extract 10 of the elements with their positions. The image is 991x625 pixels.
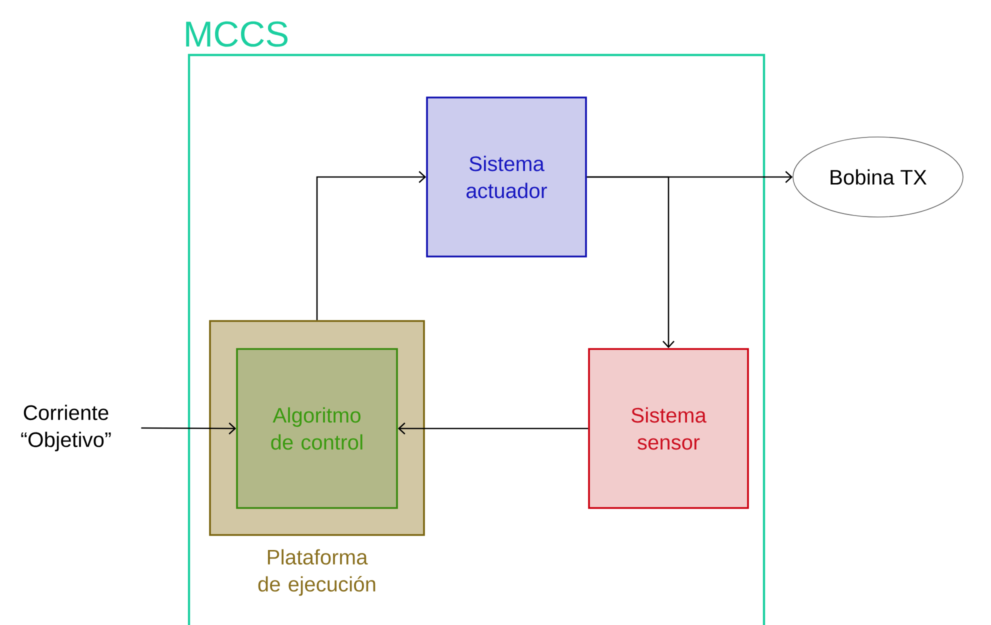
block-box: Sistema sensor <box>588 348 749 509</box>
arrow <box>398 422 588 434</box>
block-box: Algoritmo de control <box>236 348 398 509</box>
arrow <box>316 171 426 320</box>
arrow <box>141 422 236 434</box>
block-box: Sistema actuador <box>426 96 587 258</box>
frame-title: MCCS <box>186 21 288 47</box>
input-label: Corriente “Objetivo” <box>21 404 111 452</box>
arrow <box>586 176 674 348</box>
platform-label: Plataforma de ejecución <box>258 549 376 596</box>
